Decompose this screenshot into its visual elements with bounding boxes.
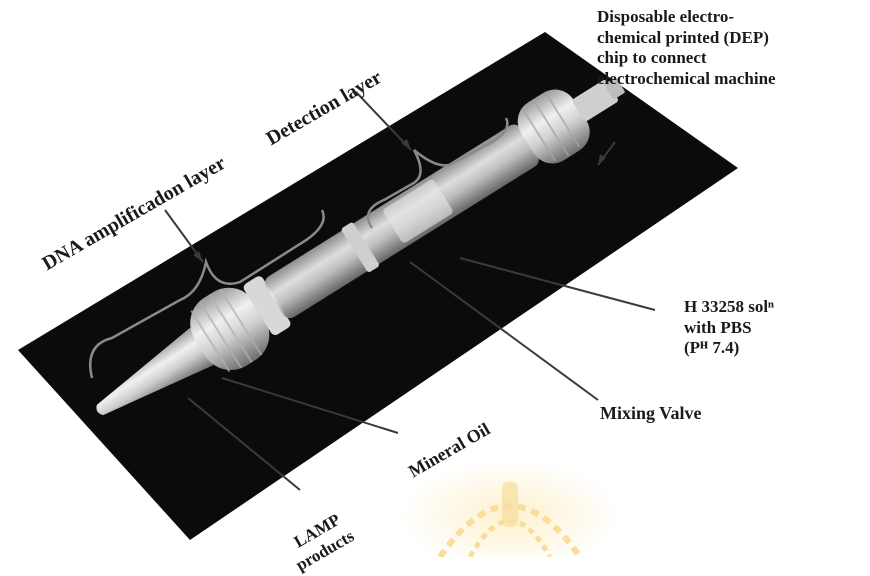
h33258-line-3: (Pᴴ 7.4) <box>684 338 774 359</box>
dep-chip-line-3: chip to connect <box>597 48 776 69</box>
photo-background <box>18 32 738 540</box>
dep-chip-line-2: chemical printed (DEP) <box>597 28 776 49</box>
watermark-emblem <box>400 460 620 557</box>
h33258-line-1: H 33258 solⁿ <box>684 297 774 318</box>
dep-chip-line-1: Disposable electro- <box>597 7 776 28</box>
mixing-valve-label: Mixing Valve <box>600 403 702 425</box>
h33258-label: H 33258 solⁿ with PBS (Pᴴ 7.4) <box>684 297 774 359</box>
dep-chip-label: Disposable electro- chemical printed (DE… <box>597 7 776 90</box>
h33258-line-2: with PBS <box>684 318 774 339</box>
dep-chip-line-4: electrochemical machine <box>597 69 776 90</box>
diagram: Disposable electro- chemical printed (DE… <box>0 0 870 557</box>
